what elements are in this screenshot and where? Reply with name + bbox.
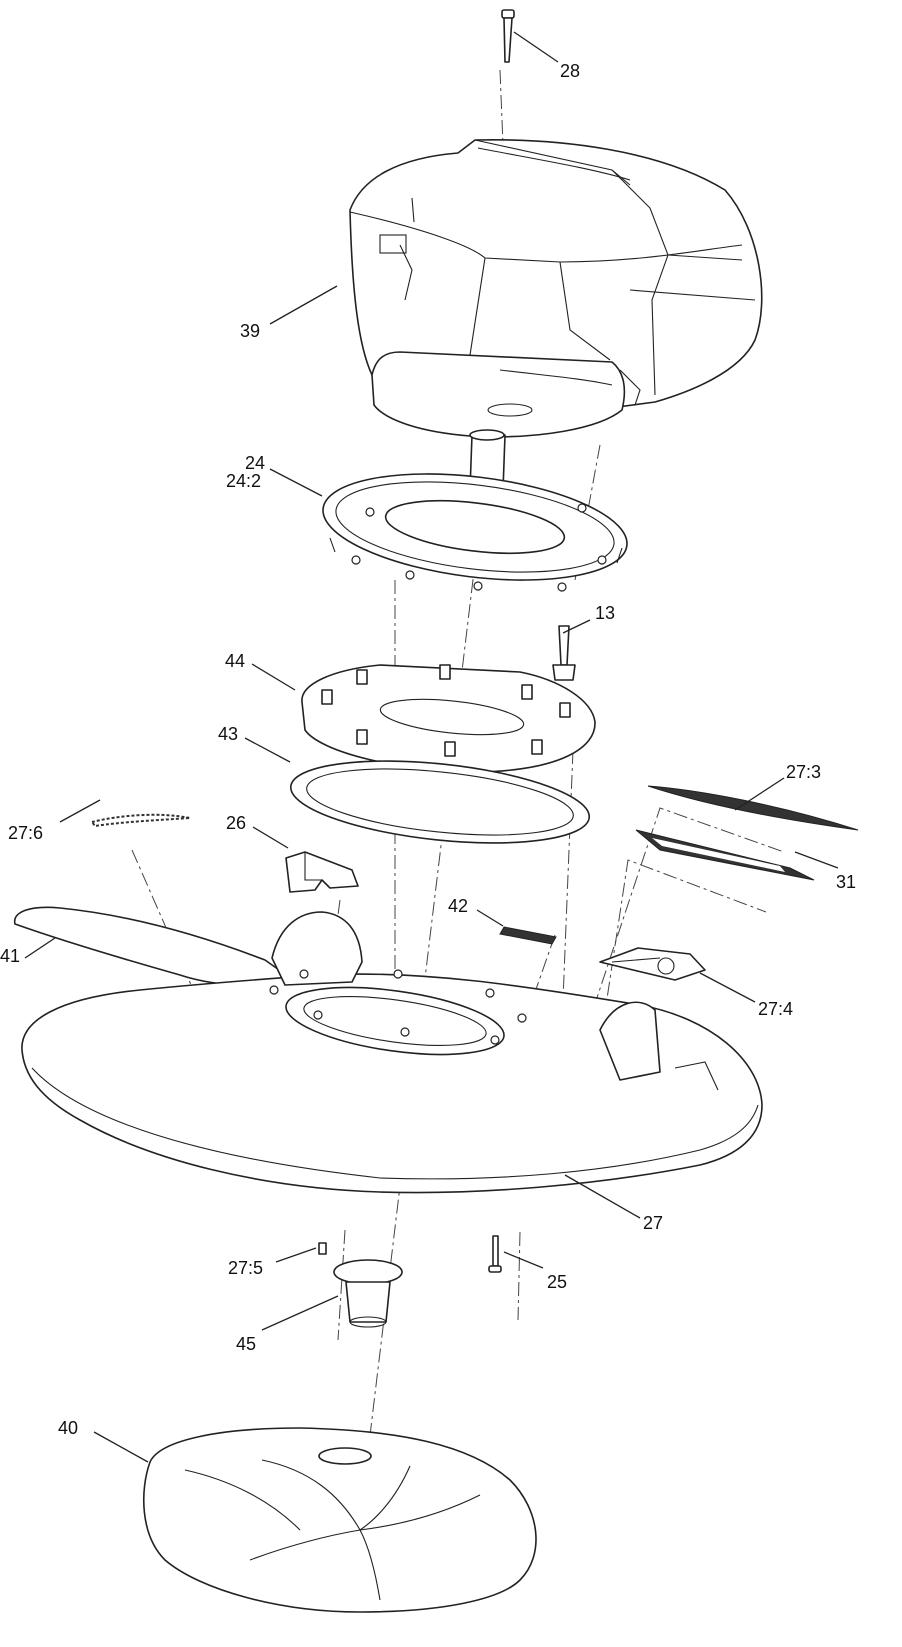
body-cover-39: [349, 138, 763, 438]
screw-25: [488, 1235, 502, 1273]
callout-27-3: 27:3: [786, 762, 821, 782]
mount-plate-44: [301, 664, 596, 773]
hub-45: [333, 1259, 403, 1328]
decal-31: [635, 829, 815, 881]
callout-44: 44: [225, 651, 245, 671]
strip-41: [14, 906, 286, 987]
strip-42: [499, 926, 557, 945]
screw-28: [501, 9, 515, 63]
callout-27-6: 27:6: [8, 823, 43, 843]
leader-lines: [24, 31, 839, 1463]
bolt-13: [552, 625, 576, 681]
callout-27-4: 27:4: [758, 999, 793, 1019]
callout-27: 27: [643, 1213, 663, 1233]
callout-31: 31: [836, 872, 856, 892]
callout-43: 43: [218, 724, 238, 744]
decal-27-6: [90, 813, 191, 828]
callout-27-5: 27:5: [228, 1258, 263, 1278]
callout-24: 24: [245, 453, 265, 473]
bracket-26: [285, 851, 359, 893]
blade-disc-40: [142, 1427, 537, 1613]
callout-26: 26: [226, 813, 246, 833]
chassis-27: [21, 911, 763, 1194]
callout-45: 45: [236, 1334, 256, 1354]
callout-40: 40: [58, 1418, 78, 1438]
callout-42: 42: [448, 896, 468, 916]
decal-27-3: [647, 785, 859, 831]
callout-39: 39: [240, 321, 260, 341]
callout-24-2: 24:2: [226, 471, 261, 491]
callout-labels: 28 39 24 24:2 13 44 43 27:3 27:6 26 31 4…: [0, 61, 856, 1438]
gasket-43: [289, 760, 591, 844]
callout-28: 28: [560, 61, 580, 81]
callout-13: 13: [595, 603, 615, 623]
ring-24: [322, 429, 628, 592]
callout-41: 41: [0, 946, 20, 966]
callout-25: 25: [547, 1272, 567, 1292]
label-27-4: [599, 947, 706, 981]
pin-27-5: [318, 1242, 327, 1255]
